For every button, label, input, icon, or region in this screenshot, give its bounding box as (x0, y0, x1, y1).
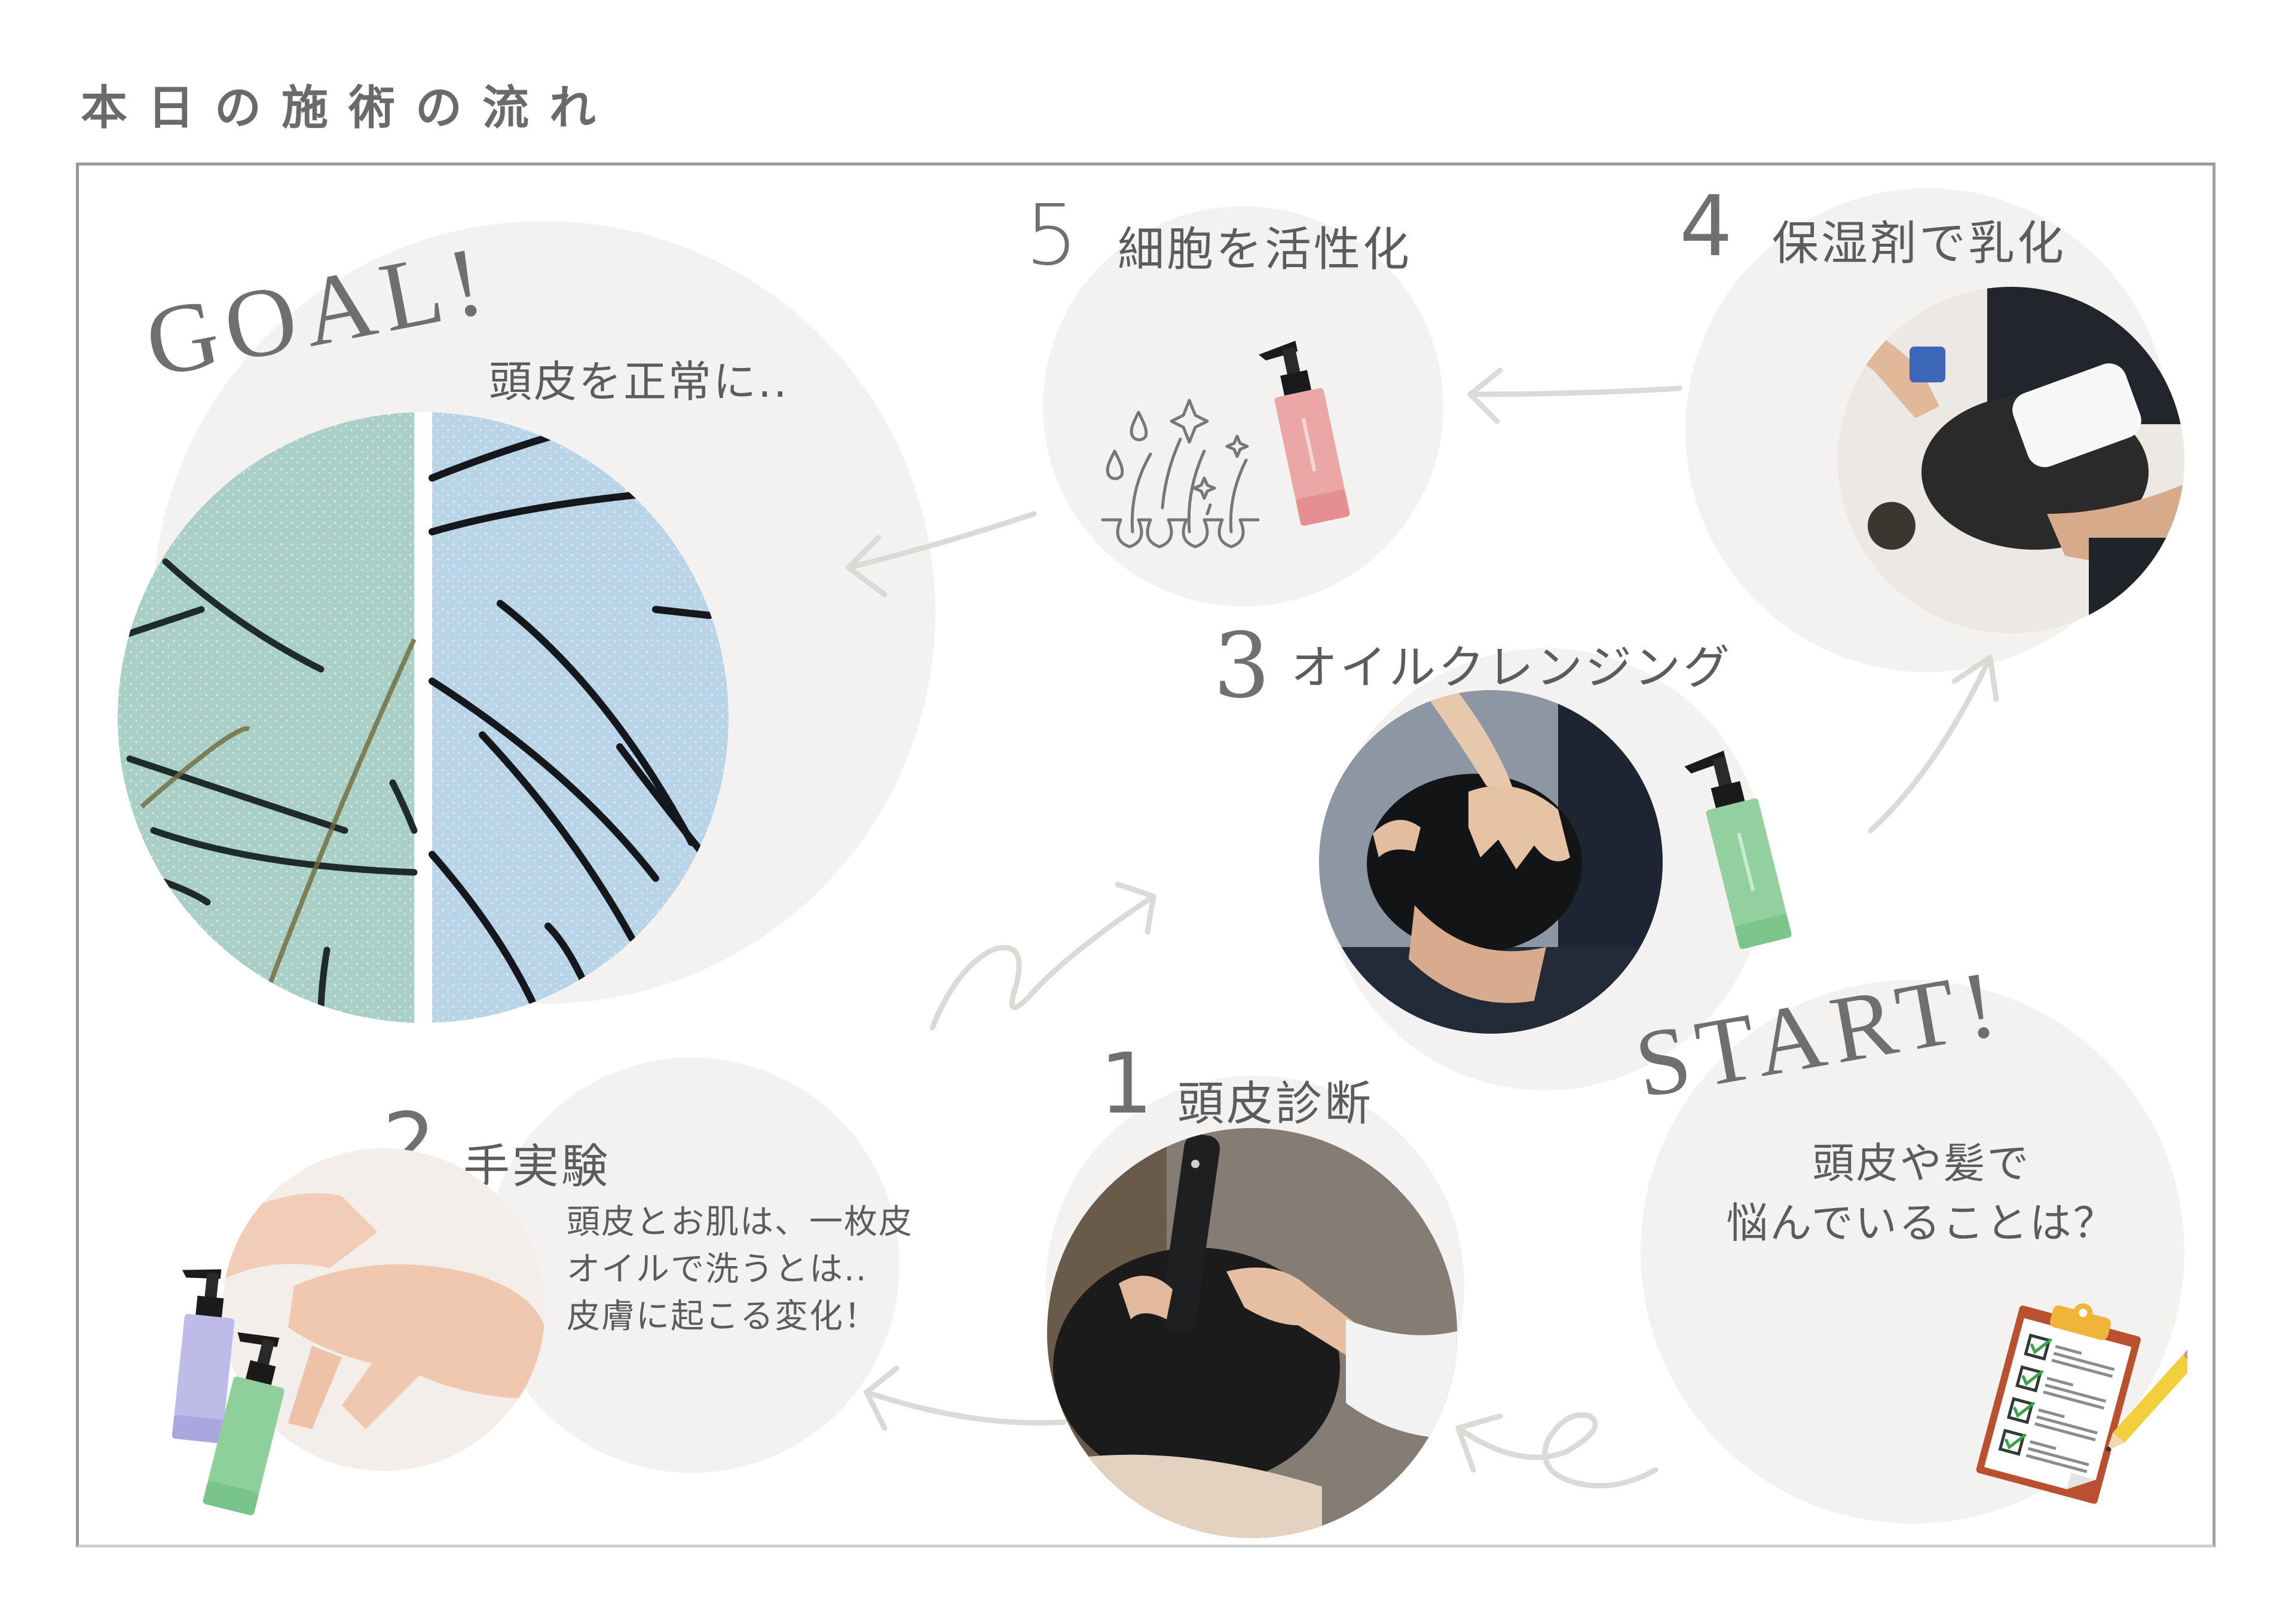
step1-scalp-diagnosis-photo (1047, 1128, 1457, 1538)
arrow-step3-to-step4 (1868, 654, 1999, 834)
arrow-step5-to-goal (846, 511, 1037, 597)
step5-number: 5 (1025, 187, 1079, 284)
page-title: 本日の施術の流れ (81, 81, 617, 135)
step5-label: 細胞を活性化 (1118, 223, 1412, 277)
arrow-step4-to-step5 (1467, 367, 1682, 424)
step1-number: 1 (1100, 1035, 1153, 1133)
pink-bottle-icon (1258, 341, 1350, 526)
step5-bg-circle (1043, 206, 1443, 606)
goal-caption: 頭皮を正常に.. (489, 357, 789, 407)
green-bottle-icon (1684, 750, 1792, 949)
step2-line-1: 頭皮とお肌は、一枚皮 (567, 1203, 913, 1242)
lavender-bottle-icon (172, 1269, 235, 1444)
step4-label: 保湿剤で乳化 (1772, 217, 2067, 271)
step4-number: 4 (1679, 178, 1733, 275)
arrow-start-to-step1 (1455, 1412, 1658, 1489)
start-line-2: 悩んでいることは？ (1726, 1199, 2117, 1248)
step2-bg-circle (484, 1058, 899, 1473)
step2-label: 手実験 (463, 1140, 611, 1194)
step3-label: オイルクレンジング (1291, 641, 1733, 695)
step3-number: 3 (1213, 614, 1271, 718)
hair-follicle-sparkle-icon (1101, 399, 1260, 549)
clipboard-checklist-icon (1976, 1303, 2187, 1504)
arrow-step1-to-step2 (864, 1365, 1067, 1431)
goal-scalp-microscope-image (118, 412, 729, 1023)
step4-shampoo-basin-photo (1838, 287, 2184, 633)
step3-oil-cleansing-photo (1319, 690, 1663, 1034)
step2-line-3: 皮膚に起こる変化！ (567, 1297, 879, 1336)
start-line-1: 頭皮や髪で (1812, 1139, 2031, 1188)
arrow-step2-to-step3 (929, 881, 1156, 1031)
scalp-microscope-illustration (118, 412, 729, 1023)
step2-line-2: オイルで洗うとは.. (567, 1250, 868, 1289)
green-bottle-small-icon (203, 1332, 284, 1516)
step1-label: 頭皮診断 (1177, 1077, 1374, 1131)
